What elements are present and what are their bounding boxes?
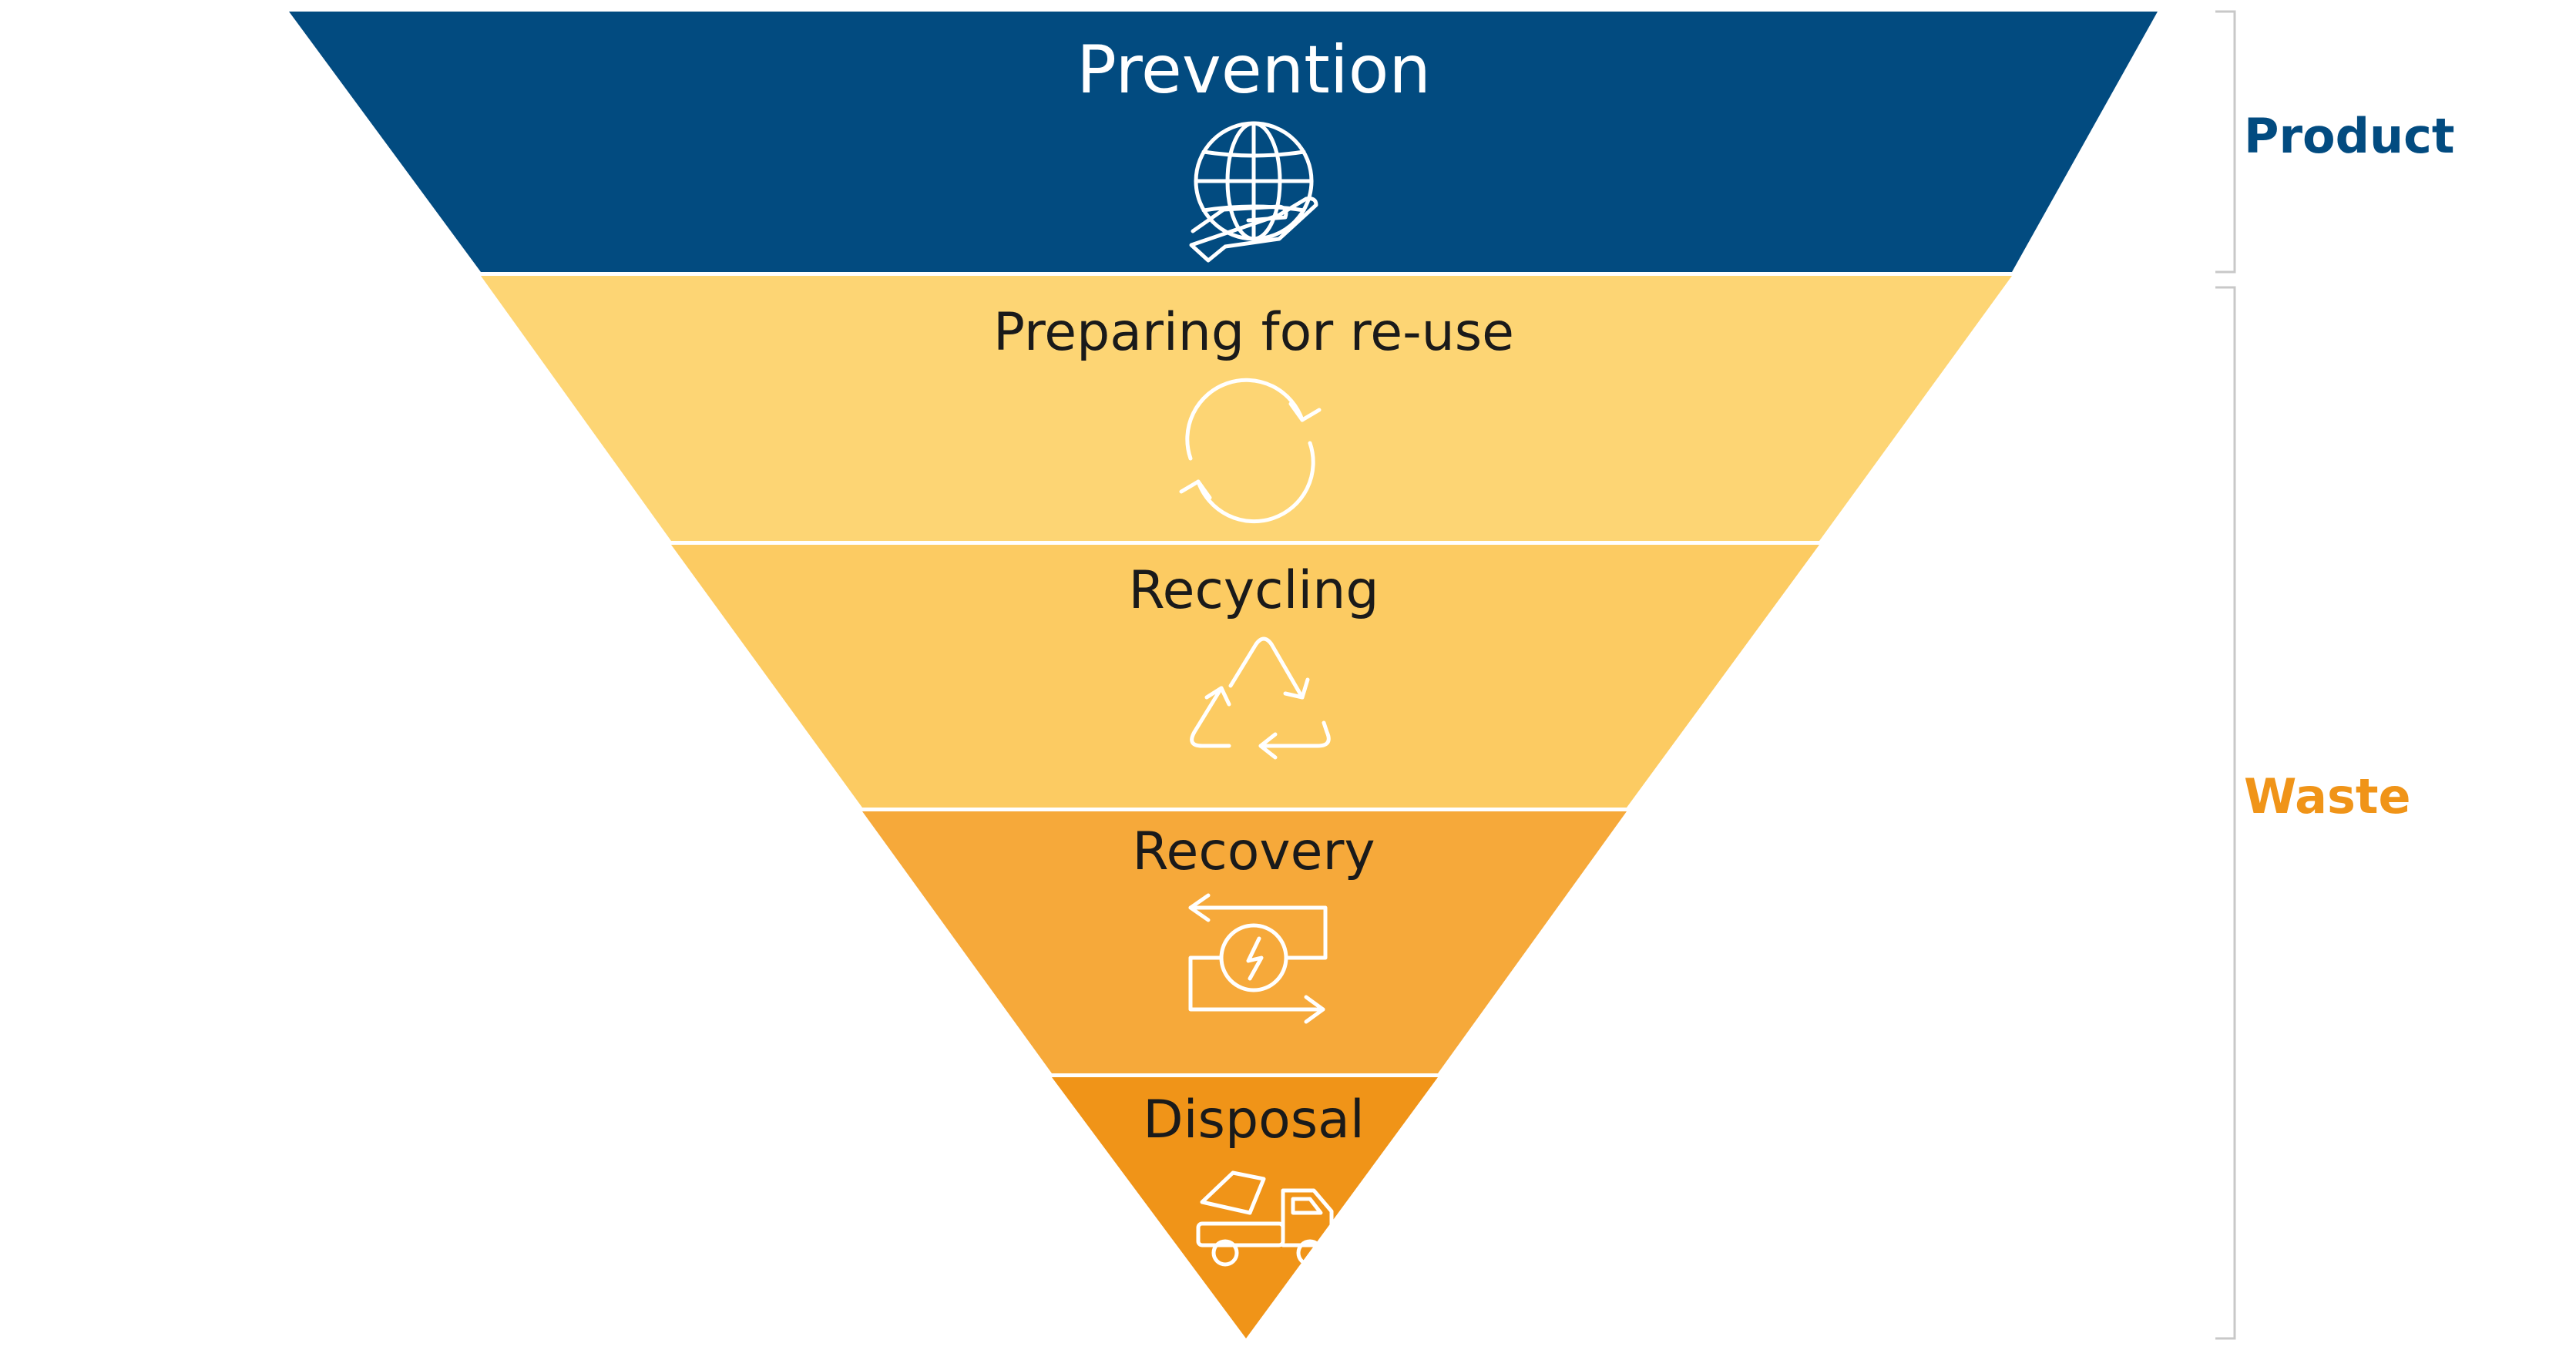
globe-in-hand-icon: [1189, 121, 1318, 263]
recycle-triangle-icon: [1190, 636, 1331, 760]
tier-label-preparing-for-re-use: Preparing for re-use: [993, 302, 1514, 363]
refresh-cycle-icon: [1179, 378, 1322, 524]
tier-band-recycling: [671, 545, 1819, 808]
tier-band-preparing-for-re-use: [481, 276, 2012, 541]
waste-bracket: [2215, 286, 2236, 1340]
tier-label-recycling: Recycling: [1128, 560, 1379, 621]
tier-band-recovery: [862, 811, 1627, 1073]
dump-truck-icon: [1196, 1170, 1334, 1267]
tier-band-prevention: [289, 12, 2158, 272]
tier-label-recovery: Recovery: [1132, 821, 1375, 882]
tier-label-prevention: Prevention: [1076, 32, 1431, 109]
product-bracket: [2215, 10, 2236, 274]
group-brackets: [2215, 10, 2236, 1340]
energy-recovery-icon: [1188, 893, 1328, 1024]
group-label-waste: Waste: [2244, 768, 2411, 824]
tier-band-disposal: [1052, 1077, 1438, 1338]
tier-label-disposal: Disposal: [1143, 1090, 1365, 1150]
group-label-product: Product: [2244, 108, 2455, 164]
